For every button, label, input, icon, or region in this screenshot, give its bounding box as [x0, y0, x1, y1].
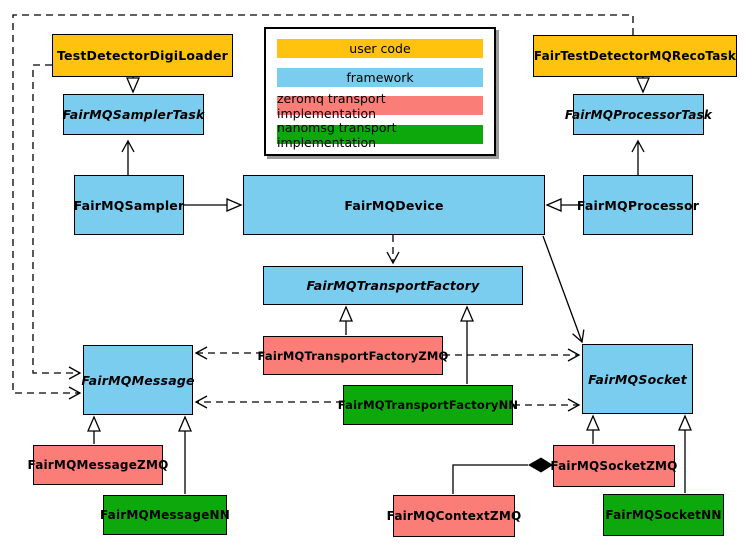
node-fairmqtransportfactorynn: FairMQTransportFactoryNN	[338, 385, 518, 425]
node-fairmqtransportfactory: FairMQTransportFactory	[263, 266, 523, 305]
node-fairmqmessagenn: FairMQMessageNN	[100, 495, 230, 535]
legend-item-framework: framework	[277, 67, 483, 87]
node-fairmqprocessor: FairMQProcessor	[577, 175, 699, 235]
legend-item-zeromq: zeromq transport implementation	[277, 91, 483, 121]
node-fairmqsocketzmq: FairMQSocketZMQ	[550, 445, 677, 487]
edge-assoc-device-socket	[542, 235, 585, 344]
node-fairmqcontextzmq: FairMQContextZMQ	[387, 495, 521, 537]
node-fairmqdevice: FairMQDevice	[243, 175, 545, 235]
node-fairmqsocketnn: FairMQSocketNN	[603, 494, 724, 536]
node-fairmqprocessortask: FairMQProcessorTask	[565, 94, 712, 135]
node-fairmqsampler: FairMQSampler	[74, 175, 184, 235]
legend-item-nanomsg: nanomsg transport implementation	[277, 120, 483, 150]
node-fairtestdetectormqrecotask: FairTestDetectorMQRecoTask	[533, 35, 737, 77]
legend-item-user-code: user code	[277, 38, 483, 58]
node-fairmqmessagezmq: FairMQMessageZMQ	[28, 445, 168, 485]
legend: user code framework zeromq transport imp…	[264, 27, 496, 156]
node-testdetectordigiloader: TestDetectorDigiLoader	[52, 34, 233, 77]
node-fairmqsamplertask: FairMQSamplerTask	[62, 94, 204, 135]
node-fairmqmessage: FairMQMessage	[81, 345, 194, 415]
node-fairmqsocket: FairMQSocket	[582, 344, 693, 414]
node-fairmqtransportfactoryzmq: FairMQTransportFactoryZMQ	[258, 336, 448, 375]
composition-diamond	[528, 457, 553, 473]
edge-comp-socketzmq-contextzmq	[452, 464, 528, 494]
